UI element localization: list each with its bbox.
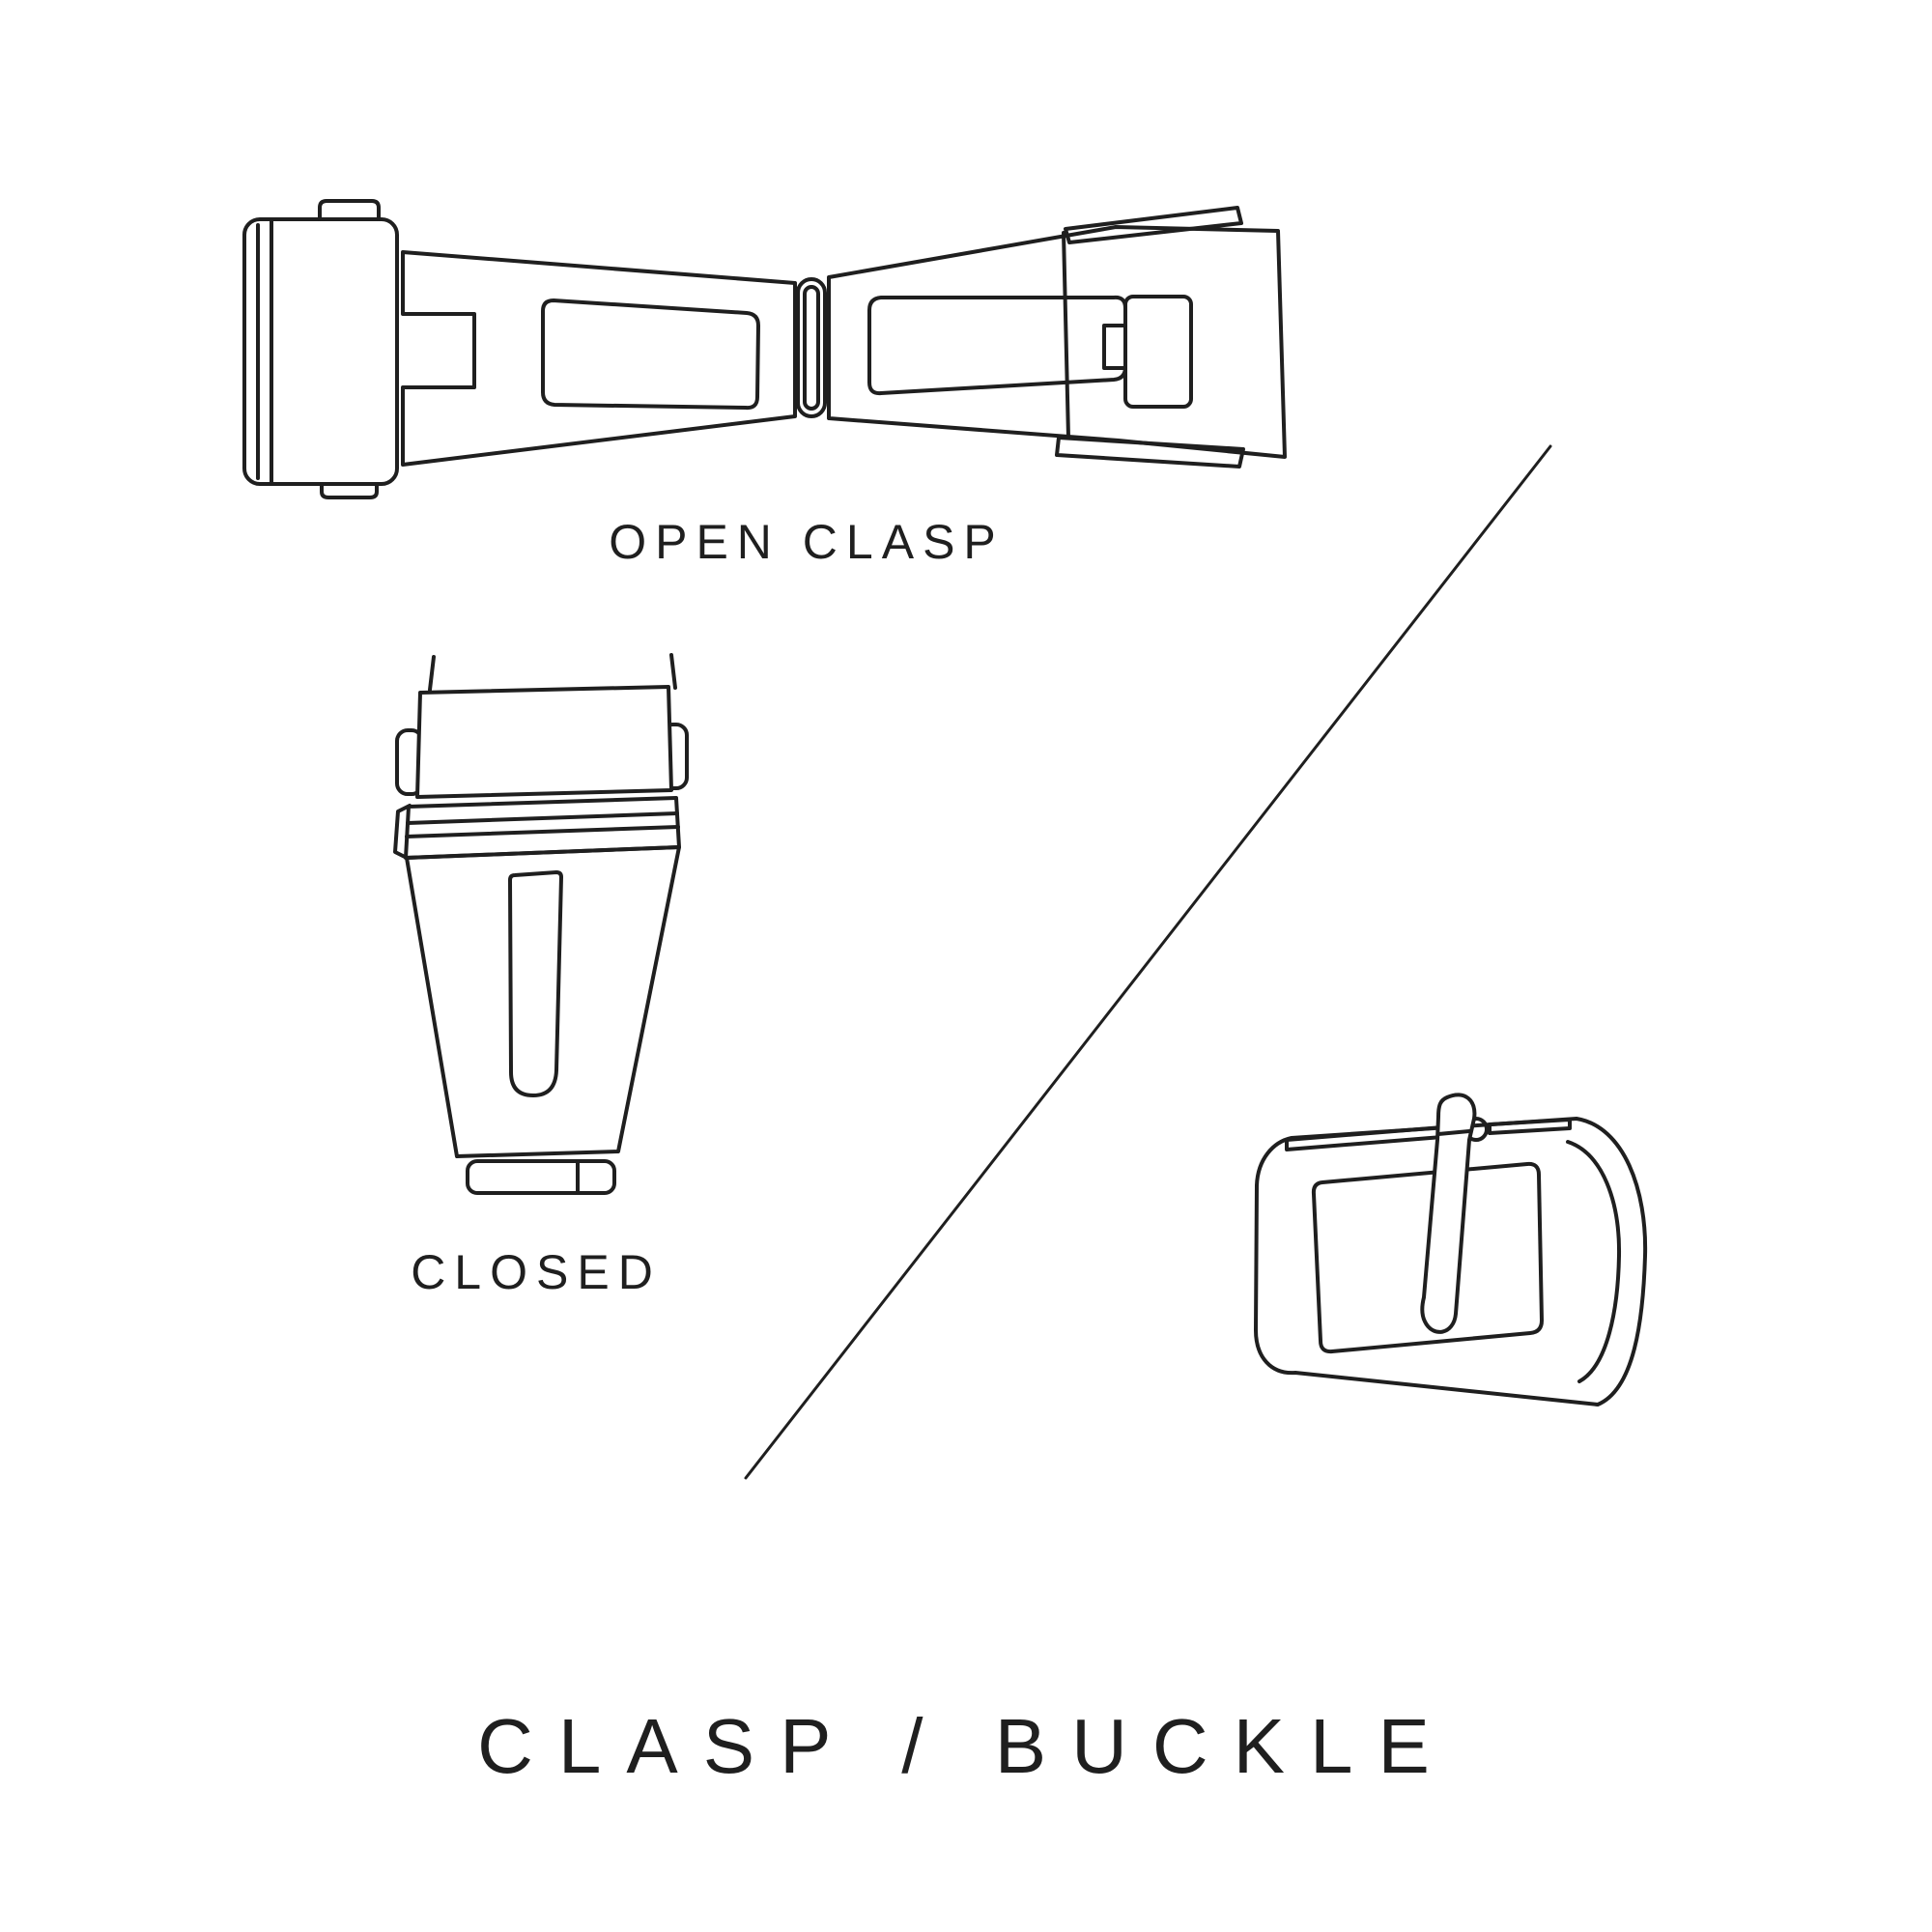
closed-clasp-label: CLOSED — [411, 1245, 662, 1299]
open-clasp-label: OPEN CLASP — [609, 515, 1005, 569]
closed-clasp-illustration — [377, 647, 705, 1203]
pin-buckle-icon — [1254, 1093, 1648, 1406]
page-title: CLASP / BUCKLE — [477, 1703, 1455, 1789]
closed-clasp-icon — [393, 653, 689, 1195]
open-clasp-icon — [242, 199, 1287, 499]
open-clasp-illustration — [217, 179, 1304, 502]
buckle-illustration — [1241, 1082, 1657, 1425]
